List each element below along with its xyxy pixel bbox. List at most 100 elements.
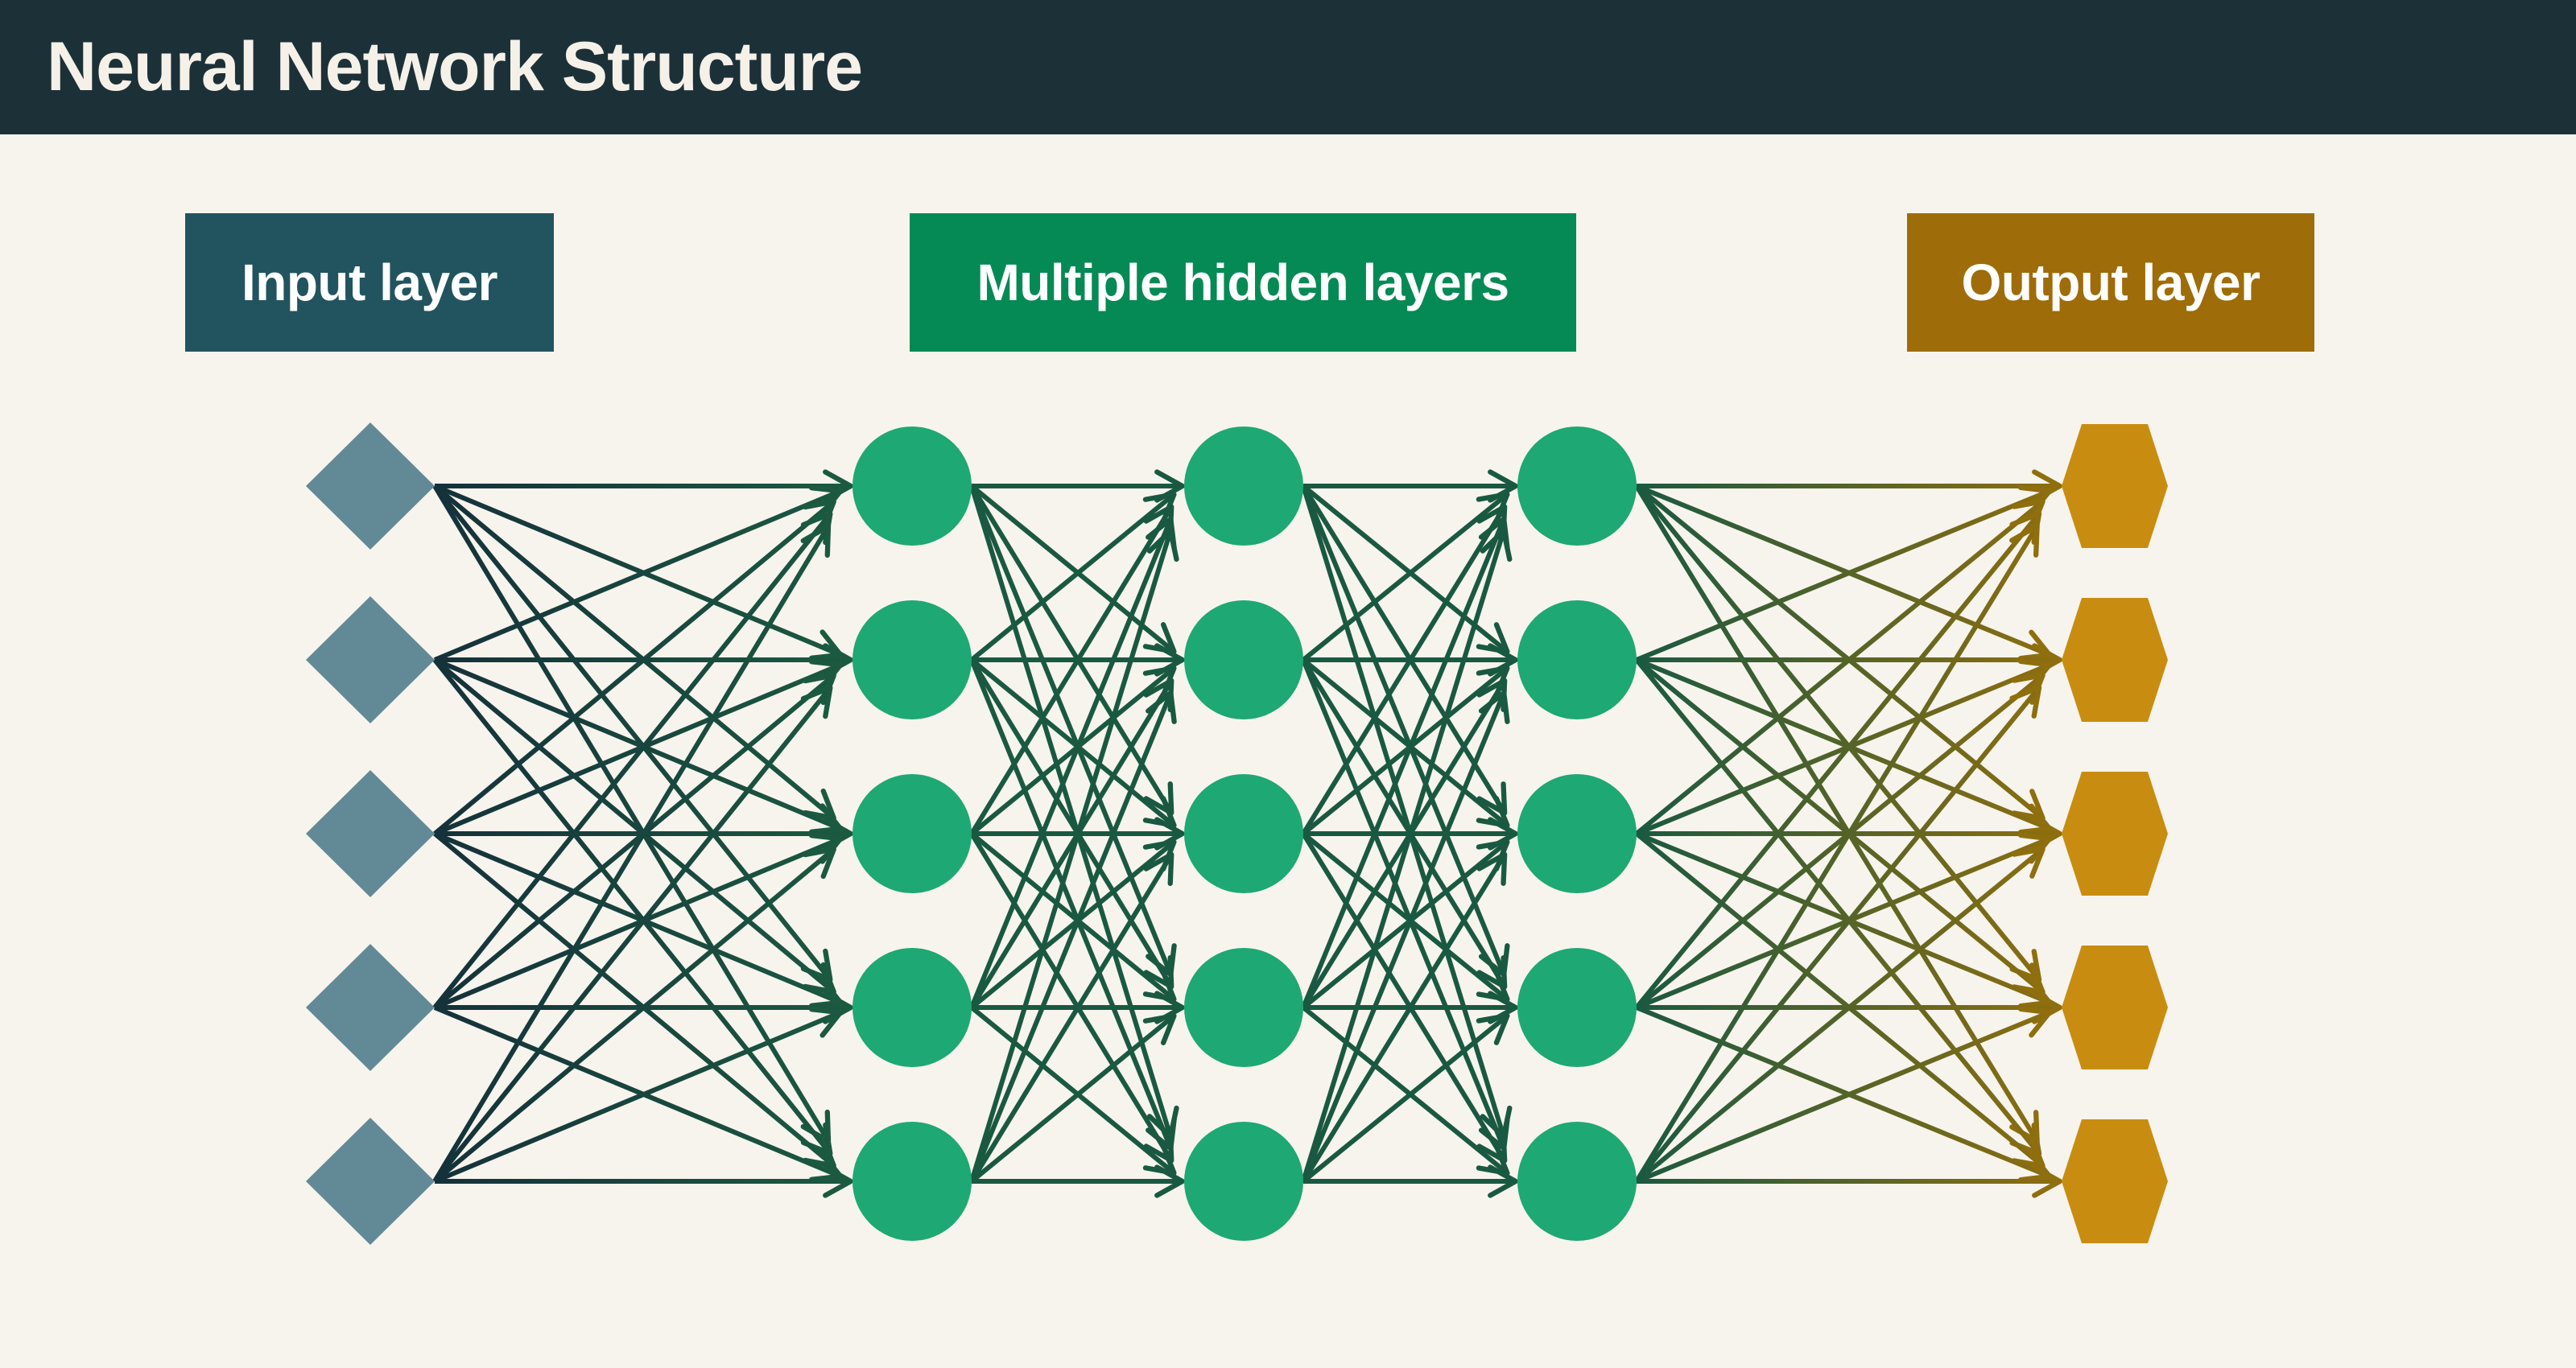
connection-hidden-2-1-to-hidden-3-5 <box>1301 485 1513 1139</box>
output-node-4 <box>2062 946 2168 1069</box>
hidden-2-node-3 <box>1184 774 1303 893</box>
connection-hidden-3-3-to-output-4 <box>1635 831 2053 1009</box>
connection-hidden-2-4-to-hidden-3-3 <box>1302 839 1510 1010</box>
connection-hidden-2-5-to-hidden-3-2 <box>1301 690 1510 1183</box>
connection-input-2-to-hidden-1-5 <box>432 658 833 1156</box>
connection-input-4-to-hidden-1-2 <box>433 673 836 1010</box>
connection-hidden-3-1-to-output-5 <box>1634 484 2040 1144</box>
connection-hidden-1-5-to-hidden-2-1 <box>969 528 1179 1182</box>
connection-input-3-to-hidden-1-1 <box>433 499 836 836</box>
connection-hidden-3-4-to-output-1 <box>1634 511 2042 1009</box>
connection-hidden-2-4-to-hidden-3-2 <box>1301 678 1508 1009</box>
connection-input-2-to-hidden-1-1 <box>433 485 844 662</box>
connection-hidden-1-1-to-hidden-2-4 <box>969 484 1177 978</box>
connection-input-1-to-hidden-1-4 <box>432 484 833 983</box>
input-node-2 <box>306 596 435 723</box>
connection-hidden-2-4-to-hidden-3-1 <box>1301 516 1510 1009</box>
connection-hidden-3-5-to-output-4 <box>1635 1006 2053 1184</box>
connection-hidden-2-2-to-hidden-3-5 <box>1301 658 1510 1152</box>
connection-hidden-1-5-to-hidden-2-4 <box>970 1013 1177 1184</box>
connection-hidden-2-4-to-hidden-3-5 <box>1302 1005 1510 1176</box>
connection-hidden-1-4-to-hidden-2-1 <box>969 516 1177 1009</box>
connection-hidden-3-1-to-output-2 <box>1635 484 2053 661</box>
connection-hidden-2-1-to-hidden-3-4 <box>1301 484 1510 978</box>
connection-hidden-1-5-to-hidden-2-3 <box>969 851 1174 1183</box>
connection-input-5-to-hidden-1-1 <box>432 523 832 1183</box>
connection-input-5-to-hidden-1-2 <box>432 685 833 1183</box>
connection-hidden-3-1-to-output-4 <box>1634 484 2042 983</box>
connection-hidden-3-2-to-output-5 <box>1634 658 2042 1156</box>
hidden-3-node-5 <box>1517 1122 1637 1241</box>
output-node-3 <box>2062 772 2168 896</box>
connection-hidden-2-5-to-hidden-3-3 <box>1301 851 1508 1183</box>
input-node-5 <box>306 1118 435 1245</box>
input-node-3 <box>306 770 435 897</box>
hidden-3-node-4 <box>1517 948 1637 1067</box>
connection-hidden-1-4-to-hidden-2-2 <box>969 678 1174 1009</box>
connection-hidden-1-3-to-hidden-2-2 <box>970 665 1177 836</box>
connection-hidden-1-1-to-hidden-2-3 <box>969 484 1174 816</box>
connection-hidden-1-2-to-hidden-2-1 <box>970 492 1177 662</box>
connection-hidden-3-2-to-output-1 <box>1635 484 2053 662</box>
connection-hidden-3-2-to-output-4 <box>1635 657 2046 995</box>
connection-hidden-2-5-to-hidden-3-1 <box>1301 528 1513 1182</box>
input-layer-label-text: Input layer <box>241 253 498 311</box>
connection-input-1-to-hidden-1-3 <box>433 484 836 821</box>
hidden-2-node-2 <box>1184 600 1303 719</box>
hidden-2-node-5 <box>1184 1122 1303 1241</box>
hidden-layers-label-text: Multiple hidden layers <box>976 253 1509 311</box>
output-layer-label-text: Output layer <box>1961 253 2260 311</box>
connection-hidden-2-2-to-hidden-3-3 <box>1302 657 1510 828</box>
connection-hidden-1-2-to-hidden-2-3 <box>970 657 1177 828</box>
hidden-3-node-2 <box>1517 600 1637 719</box>
connection-hidden-2-3-to-hidden-3-4 <box>1302 831 1510 1002</box>
connection-hidden-2-1-to-hidden-3-2 <box>1302 484 1510 654</box>
hidden-1-node-5 <box>852 1122 972 1241</box>
hidden-2-node-1 <box>1184 426 1303 546</box>
hidden-1-node-2 <box>852 600 972 719</box>
output-node-2 <box>2062 598 2168 722</box>
output-node-1 <box>2062 424 2168 548</box>
connection-hidden-3-3-to-output-1 <box>1635 499 2046 836</box>
connection-hidden-1-3-to-hidden-2-4 <box>970 831 1177 1002</box>
connection-input-1-to-hidden-1-2 <box>433 484 844 661</box>
connection-hidden-3-3-to-output-2 <box>1635 658 2053 836</box>
connection-hidden-3-1-to-output-3 <box>1635 484 2046 821</box>
connection-input-3-to-hidden-1-5 <box>433 831 836 1168</box>
hidden-3-node-1 <box>1517 426 1637 546</box>
output-layer-label: Output layer <box>1907 213 2314 352</box>
hidden-1-node-4 <box>852 948 972 1067</box>
connection-hidden-3-4-to-output-2 <box>1635 673 2046 1010</box>
connection-hidden-3-2-to-output-3 <box>1635 657 2053 835</box>
input-node-1 <box>306 422 435 550</box>
connection-hidden-1-2-to-hidden-2-4 <box>969 658 1174 990</box>
hidden-layers-label: Multiple hidden layers <box>910 213 1576 352</box>
connection-hidden-2-2-to-hidden-3-1 <box>1302 492 1510 662</box>
connection-input-5-to-hidden-1-3 <box>433 847 836 1184</box>
connection-input-4-to-hidden-1-5 <box>433 1005 844 1182</box>
connection-hidden-2-5-to-hidden-3-4 <box>1302 1013 1510 1184</box>
connection-input-4-to-hidden-1-3 <box>433 833 844 1010</box>
connection-hidden-1-4-to-hidden-2-3 <box>970 839 1177 1010</box>
connection-hidden-2-3-to-hidden-3-5 <box>1301 832 1508 1164</box>
connection-hidden-3-4-to-output-5 <box>1635 1005 2053 1183</box>
connection-input-2-to-hidden-1-3 <box>433 657 844 834</box>
connection-hidden-1-3-to-hidden-2-1 <box>969 504 1174 835</box>
hidden-2-node-4 <box>1184 948 1303 1067</box>
connection-hidden-3-3-to-output-5 <box>1635 831 2046 1168</box>
hidden-1-node-3 <box>852 774 972 893</box>
connection-hidden-1-3-to-hidden-2-5 <box>969 832 1174 1164</box>
connection-hidden-2-3-to-hidden-3-2 <box>1302 665 1510 836</box>
connection-hidden-3-5-to-output-3 <box>1635 847 2046 1184</box>
connection-input-4-to-hidden-1-1 <box>432 511 833 1009</box>
page-title: Neural Network Structure <box>47 28 863 105</box>
connection-hidden-1-4-to-hidden-2-5 <box>970 1005 1177 1176</box>
connection-hidden-1-2-to-hidden-2-5 <box>969 658 1177 1152</box>
connection-hidden-2-2-to-hidden-3-4 <box>1301 658 1508 990</box>
output-node-5 <box>2062 1119 2168 1243</box>
connection-input-5-to-hidden-1-4 <box>433 1007 844 1184</box>
connection-input-3-to-hidden-1-2 <box>433 659 844 836</box>
hidden-1-node-1 <box>852 426 972 546</box>
input-layer-label: Input layer <box>185 213 554 352</box>
